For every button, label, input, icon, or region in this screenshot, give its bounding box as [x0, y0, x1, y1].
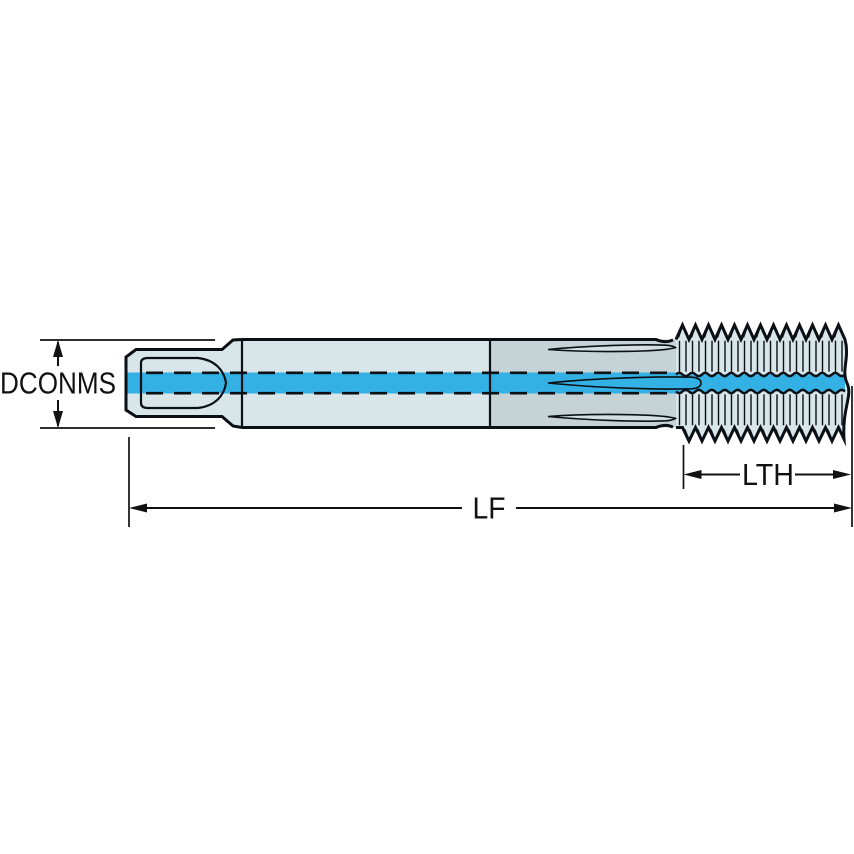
coolant-stripe	[126, 372, 677, 394]
square-socket-outline	[139, 356, 228, 410]
flute-lens-bottom	[547, 413, 678, 422]
flute-lens-center	[547, 376, 702, 390]
arrowhead-right	[833, 470, 851, 479]
thread-detail-line	[675, 388, 846, 395]
tool-outlines	[124, 321, 851, 447]
body-bottom-edge	[242, 423, 674, 429]
thread-section-outline	[674, 321, 851, 447]
square-drive-outline	[124, 338, 243, 429]
arrowhead-right	[834, 503, 852, 513]
arrowhead-up	[53, 340, 63, 357]
centerline	[146, 371, 672, 395]
label-dconms: DCONMS	[0, 366, 116, 401]
flute-lens-top	[547, 344, 678, 353]
thread-detail-line	[675, 371, 846, 378]
arrowhead-left	[683, 470, 702, 479]
arrowhead-down	[53, 411, 63, 428]
coolant-stripe-thread	[676, 374, 845, 392]
arrowhead-left	[129, 503, 147, 513]
label-lth: LTH	[742, 457, 794, 492]
coolant-channel	[126, 372, 845, 394]
flute-runouts	[547, 344, 702, 422]
dimension-lf: LF	[128, 386, 853, 527]
dimension-lth: LTH	[682, 445, 851, 492]
thread-detail-line	[678, 340, 843, 426]
body-top-edge	[242, 338, 674, 344]
dimension-dconms: DCONMS	[0, 339, 215, 429]
label-lf: LF	[473, 491, 506, 526]
